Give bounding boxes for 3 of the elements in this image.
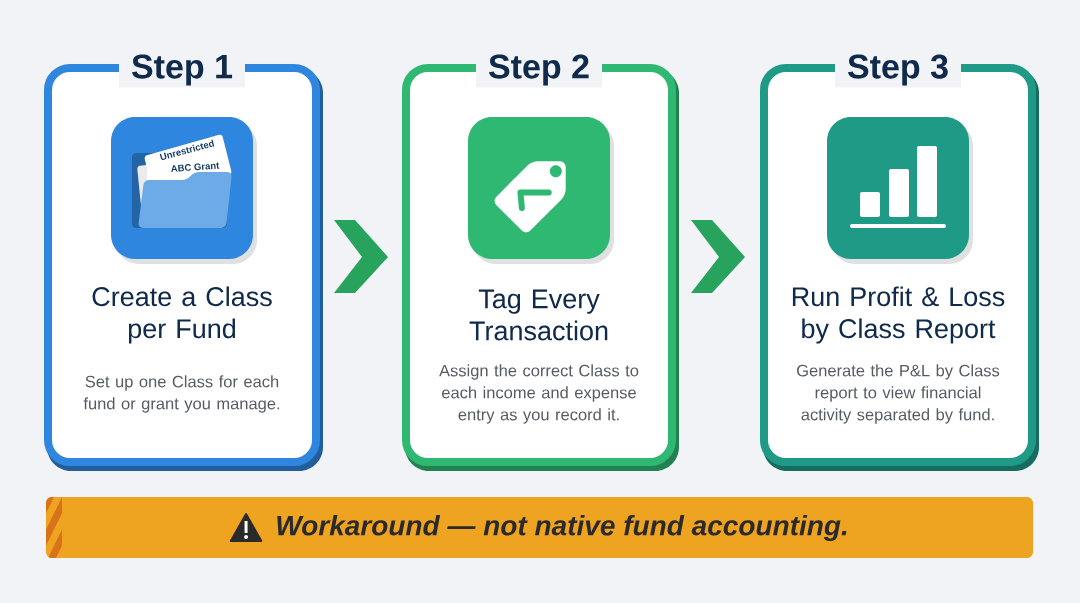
chevron-arrow	[334, 220, 388, 293]
chevron-arrow	[691, 220, 745, 293]
banner-text: Workaround — not native fund accounting.	[277, 514, 847, 542]
